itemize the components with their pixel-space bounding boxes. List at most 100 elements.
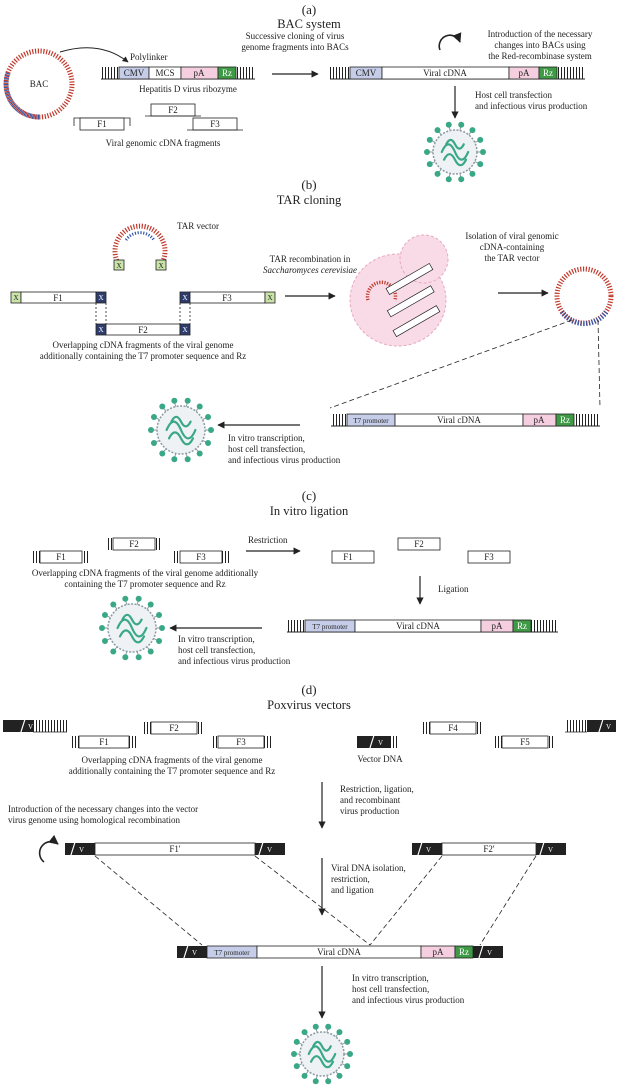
ribozyme-label: Hepatitis D virus ribozyme bbox=[139, 84, 237, 94]
f2p-v-right: V bbox=[548, 846, 553, 854]
tar-f3-x-left: X bbox=[182, 294, 187, 302]
pox-isolation-line-1: Viral DNA isolation, bbox=[331, 863, 406, 873]
tar-fragment-f2: X F2 X bbox=[95, 323, 191, 336]
tar-t7-label: T7 promoter bbox=[353, 417, 389, 425]
cycle-icon bbox=[438, 32, 462, 51]
section-a-title: BAC system bbox=[277, 17, 341, 31]
virus-icon bbox=[424, 121, 486, 183]
fragment-f3: F3 bbox=[187, 117, 243, 131]
pox-construct-f2p: V F2' V bbox=[412, 838, 566, 859]
tar-f2-x-left: X bbox=[98, 326, 103, 334]
f2-label: F2 bbox=[168, 105, 178, 115]
pox-vector-right: V bbox=[565, 715, 616, 736]
lig-construct: T7 promoter Viral cDNA pA Rz bbox=[287, 619, 558, 633]
cut-f1-label: F1 bbox=[343, 552, 353, 562]
f2p-label: F2' bbox=[483, 844, 495, 854]
tar-vector-label: TAR vector bbox=[177, 221, 219, 231]
tar-f1-x-left: X bbox=[13, 294, 18, 302]
tar-isolation-line-2: cDNA-containing bbox=[480, 242, 545, 252]
section-a-letter: (a) bbox=[302, 2, 316, 17]
polylinker-label: Polylinker bbox=[130, 52, 168, 62]
virus-icon bbox=[148, 397, 214, 463]
tar-pa-label: pA bbox=[534, 415, 546, 425]
final-v-left: V bbox=[192, 949, 197, 957]
pox-restr-line-2: and recombinant bbox=[340, 795, 401, 805]
tar-viral-cdna-label: Viral cDNA bbox=[437, 415, 481, 425]
tar-isolation-line-1: Isolation of viral genomic bbox=[465, 231, 558, 241]
lig-fragment-f1: F1 bbox=[33, 550, 89, 564]
pox-v-right: V bbox=[606, 723, 611, 731]
section-a: (a) BAC system BAC Polylinker Successive… bbox=[3, 2, 593, 183]
pox-v-left: V bbox=[28, 723, 33, 731]
cut-f2-label: F2 bbox=[414, 539, 424, 549]
section-d-letter: (d) bbox=[301, 682, 316, 697]
rz-label-2: Rz bbox=[543, 68, 553, 78]
tar-fragment-f1: X F1 X bbox=[10, 291, 107, 304]
section-c-title: In vitro ligation bbox=[270, 504, 349, 518]
bac-plasmid: BAC bbox=[3, 48, 75, 120]
pox-fragment-f3: F3 bbox=[211, 735, 271, 749]
pox-overlap-line-1: Overlapping cDNA fragments of the viral … bbox=[82, 755, 263, 765]
f1p-label: F1' bbox=[169, 844, 181, 854]
tar-x-left: X bbox=[116, 262, 121, 270]
pox-f2-label: F2 bbox=[169, 723, 179, 733]
fragment-f1: F1 bbox=[73, 117, 131, 131]
red-line-2: changes into BACs using bbox=[494, 40, 586, 50]
pox-overlap-line-2: additionally containing the T7 promoter … bbox=[69, 766, 276, 776]
cmv-label-2: CMV bbox=[356, 68, 377, 78]
lig-overlap-line-1: Overlapping cDNA fragments of the viral … bbox=[32, 568, 259, 578]
lig-rz-label: Rz bbox=[517, 621, 527, 631]
bac-insert-arrow bbox=[59, 47, 129, 63]
cut-fragments: F1 F2 F3 bbox=[331, 537, 511, 564]
tar-invitro-line-1: In vitro transcription, bbox=[228, 433, 305, 443]
virus-icon bbox=[291, 1023, 353, 1085]
final-t7-label: T7 promoter bbox=[214, 949, 250, 957]
pox-final-construct: V T7 promoter Viral cDNA pA Rz V bbox=[177, 941, 503, 962]
lig-viral-cdna-label: Viral cDNA bbox=[396, 621, 440, 631]
red-line-3: the Red-recombinase system bbox=[488, 51, 591, 61]
f1-label: F1 bbox=[97, 119, 107, 129]
lig-invitro-line-1: In vitro transcription, bbox=[178, 634, 255, 644]
pa-label-2: pA bbox=[519, 68, 531, 78]
section-d-title: Poxvirus vectors bbox=[267, 698, 351, 712]
tar-overlap-line-2: additionally containing the T7 promoter … bbox=[40, 351, 247, 361]
fragments-label: Viral genomic cDNA fragments bbox=[106, 138, 221, 148]
tar-plasmid bbox=[554, 266, 614, 327]
tar-recomb-species: Saccharomyces cerevisiae bbox=[263, 265, 357, 275]
tar-fragment-f3: X F3 X bbox=[179, 291, 276, 304]
tar-f2-label: F2 bbox=[138, 325, 148, 335]
virus-icon bbox=[99, 595, 165, 661]
pox-invitro-line-3: and infectious virus production bbox=[352, 995, 465, 1005]
pox-fragment-f4: F4 bbox=[423, 721, 483, 735]
pox-vector-left: V bbox=[3, 715, 67, 736]
pox-isolation-line-2: restriction, bbox=[331, 874, 370, 884]
tar-invitro-line-2: host cell transfection, bbox=[228, 444, 305, 454]
pox-restr-line-3: virus production bbox=[340, 806, 400, 816]
tar-recomb-line-1: TAR recombination in bbox=[270, 254, 351, 264]
pox-fragment-f1: F1 bbox=[72, 735, 136, 749]
pox-construct-f1p: V F1' V bbox=[65, 838, 285, 859]
pox-homol-line-1: Introduction of the necessary changes in… bbox=[8, 804, 198, 814]
lig-f2-label: F2 bbox=[129, 539, 139, 549]
section-c-letter: (c) bbox=[302, 488, 316, 503]
pox-v-mid: V bbox=[378, 739, 383, 747]
final-v-right: V bbox=[487, 949, 492, 957]
pox-f3-label: F3 bbox=[236, 737, 246, 747]
lig-invitro-line-2: host cell transfection, bbox=[178, 645, 255, 655]
lig-pa-label: pA bbox=[492, 621, 504, 631]
pa-label: pA bbox=[194, 68, 206, 78]
tar-vector: X X bbox=[112, 223, 168, 271]
pox-f1-label: F1 bbox=[99, 737, 109, 747]
lig-fragment-f3: F3 bbox=[173, 550, 229, 564]
pox-cycle-icon bbox=[38, 834, 59, 863]
pox-f4-label: F4 bbox=[448, 723, 458, 733]
restriction-label: Restriction bbox=[248, 535, 288, 545]
tar-f3-x-right: X bbox=[267, 294, 272, 302]
bac-construct-polylinker: CMV MCS pA Rz bbox=[101, 66, 255, 80]
tar-overlap-line-1: Overlapping cDNA fragments of the viral … bbox=[53, 340, 234, 350]
lig-invitro-line-3: and infectious virus production bbox=[178, 656, 291, 666]
tar-rz-label: Rz bbox=[560, 415, 570, 425]
lig-fragment-f2: F2 bbox=[106, 537, 162, 551]
cloning-line-1: Successive cloning of virus bbox=[246, 31, 345, 41]
